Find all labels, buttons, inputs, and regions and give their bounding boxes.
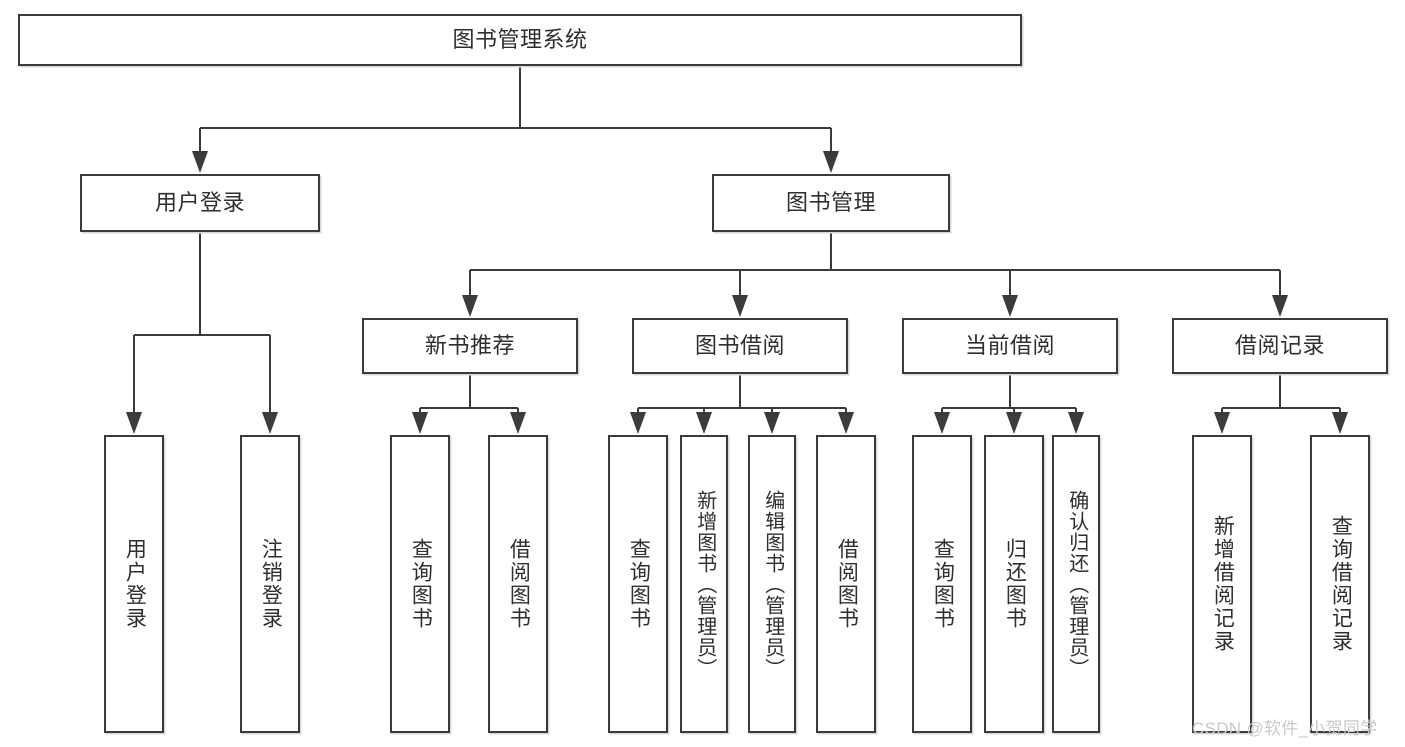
- node-label: 新增图书（管理员）: [693, 489, 716, 679]
- arrow-head: [1332, 412, 1348, 434]
- node-leaf-bb-add[interactable]: 新增图书（管理员）: [680, 435, 728, 733]
- arrow-head: [462, 295, 478, 317]
- node-leaf-cb-query[interactable]: 查询图书: [912, 435, 972, 733]
- node-label: 新增借阅记录: [1211, 515, 1235, 653]
- node-leaf-bb-query[interactable]: 查询图书: [608, 435, 668, 733]
- node-leaf-cb-confirm[interactable]: 确认归还（管理员）: [1052, 435, 1100, 733]
- node-label: 当前借阅: [964, 333, 1055, 359]
- node-label: 用户登录: [123, 538, 147, 630]
- node-current-borrow[interactable]: 当前借阅: [902, 318, 1118, 374]
- node-leaf-logout[interactable]: 注销登录: [240, 435, 300, 733]
- node-label: 查询图书: [409, 538, 433, 630]
- node-label: 注销登录: [259, 538, 283, 630]
- node-label: 借阅记录: [1234, 333, 1325, 359]
- arrow-head: [934, 412, 950, 434]
- node-root[interactable]: 图书管理系统: [18, 14, 1022, 66]
- arrow-head: [126, 412, 142, 434]
- node-leaf-br-add[interactable]: 新增借阅记录: [1192, 435, 1252, 733]
- node-label: 确认归还（管理员）: [1065, 489, 1088, 679]
- arrow-head: [696, 412, 712, 434]
- node-label: 借阅图书: [507, 538, 531, 630]
- node-label: 图书管理: [785, 190, 876, 216]
- arrow-head: [510, 412, 526, 434]
- node-leaf-br-query[interactable]: 查询借阅记录: [1310, 435, 1370, 733]
- node-label: 查询图书: [627, 538, 651, 630]
- arrow-head: [1272, 295, 1288, 317]
- node-leaf-cb-return[interactable]: 归还图书: [984, 435, 1044, 733]
- arrow-head: [1214, 412, 1230, 434]
- arrow-head: [764, 412, 780, 434]
- arrow-head: [630, 412, 646, 434]
- arrow-head: [262, 412, 278, 434]
- arrow-head: [838, 412, 854, 434]
- arrow-head: [1068, 412, 1084, 434]
- node-label: 查询借阅记录: [1329, 515, 1353, 653]
- node-label: 编辑图书（管理员）: [761, 489, 784, 679]
- node-label: 图书管理系统: [452, 27, 588, 53]
- arrow-head: [1006, 412, 1022, 434]
- node-leaf-rec-query[interactable]: 查询图书: [390, 435, 450, 733]
- node-book-borrow[interactable]: 图书借阅: [632, 318, 848, 374]
- node-user-login[interactable]: 用户登录: [80, 174, 320, 232]
- node-leaf-rec-borrow[interactable]: 借阅图书: [488, 435, 548, 733]
- node-label: 图书借阅: [694, 333, 785, 359]
- arrow-head: [412, 412, 428, 434]
- node-label: 归还图书: [1003, 538, 1027, 630]
- arrow-head: [732, 295, 748, 317]
- arrow-head: [1002, 295, 1018, 317]
- node-leaf-bb-borrow[interactable]: 借阅图书: [816, 435, 876, 733]
- watermark: CSDN @软件_小贺同学: [1192, 719, 1378, 738]
- node-label: 用户登录: [154, 190, 245, 216]
- node-new-book-rec[interactable]: 新书推荐: [362, 318, 578, 374]
- arrow-head: [192, 151, 208, 173]
- node-label: 借阅图书: [835, 538, 859, 630]
- node-label: 新书推荐: [424, 333, 515, 359]
- arrow-head: [823, 151, 839, 173]
- node-leaf-login[interactable]: 用户登录: [104, 435, 164, 733]
- node-label: 查询图书: [931, 538, 955, 630]
- node-leaf-bb-edit[interactable]: 编辑图书（管理员）: [748, 435, 796, 733]
- node-book-manage[interactable]: 图书管理: [712, 174, 950, 232]
- node-borrow-record[interactable]: 借阅记录: [1172, 318, 1388, 374]
